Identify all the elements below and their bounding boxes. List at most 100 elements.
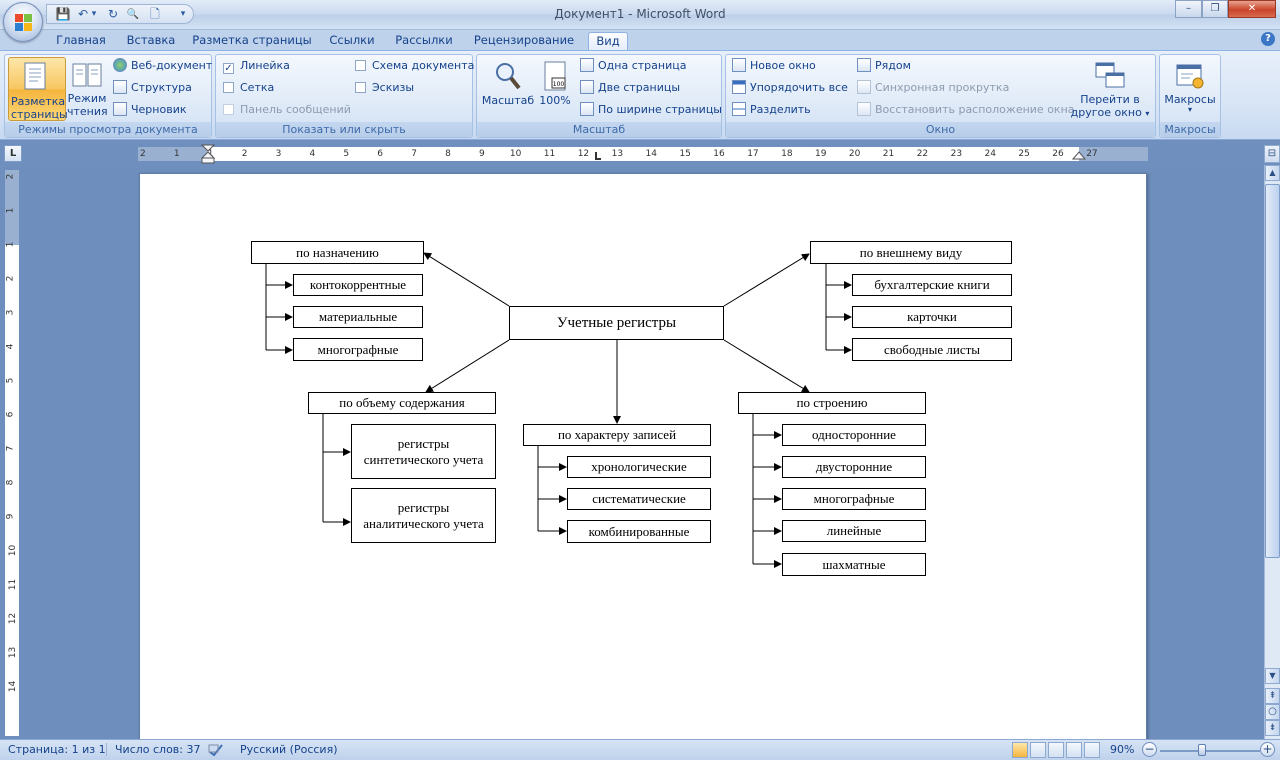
thumbnails-checkbox[interactable]: Эскизы xyxy=(355,79,414,97)
tab-references[interactable]: Ссылки xyxy=(329,33,375,47)
ruler-tick-label: 23 xyxy=(950,149,963,159)
diagram-box-character-item[interactable]: комбинированные xyxy=(567,520,711,543)
diagram-box-by-appearance[interactable]: по внешнему виду xyxy=(810,241,1012,264)
zoom-in-icon[interactable]: + xyxy=(1260,742,1275,757)
print-preview-icon[interactable]: 🔍 xyxy=(126,9,140,20)
select-browse-object-icon[interactable]: ○ xyxy=(1265,704,1280,720)
title-bar xyxy=(0,0,1280,30)
one-page-icon xyxy=(580,58,594,72)
proofing-icon[interactable] xyxy=(208,743,224,757)
checkbox-empty-icon xyxy=(355,82,366,93)
tab-home[interactable]: Главная xyxy=(56,33,106,47)
zoom-100-button[interactable]: 100 100% xyxy=(537,57,573,121)
vertical-scrollbar[interactable]: ▲ ▼ ⇞ ○ ⇟ xyxy=(1264,165,1280,739)
diagram-box-appearance-item[interactable]: карточки xyxy=(852,306,1012,328)
diagram-center-box[interactable]: Учетные регистры xyxy=(509,306,724,340)
diagram-box-structure-item[interactable]: шахматные xyxy=(782,553,926,576)
message-bar-checkbox[interactable]: Панель сообщений xyxy=(223,101,351,119)
diagram-box-structure-item[interactable]: многографные xyxy=(782,488,926,510)
outline-button[interactable]: Структура xyxy=(113,79,192,97)
reset-position-button[interactable]: Восстановить расположение окна xyxy=(857,101,1075,119)
scroll-up-icon[interactable]: ▲ xyxy=(1265,165,1280,181)
zoom-slider-thumb[interactable] xyxy=(1198,744,1206,756)
tab-review[interactable]: Рецензирование xyxy=(473,33,575,47)
full-screen-reading-view-icon[interactable] xyxy=(1030,742,1046,758)
macros-button[interactable]: Макросы ▾ xyxy=(1162,57,1218,121)
sync-scroll-button[interactable]: Синхронная прокрутка xyxy=(857,79,1009,97)
diagram-box-by-character[interactable]: по характеру записей xyxy=(523,424,711,446)
new-window-button[interactable]: Новое окно xyxy=(732,57,816,75)
diagram-box-volume-item[interactable]: регистры синтетического учета xyxy=(351,424,496,479)
arrange-all-button[interactable]: Упорядочить все xyxy=(732,79,848,97)
zoom-slider-track[interactable] xyxy=(1160,750,1260,752)
diagram-box-appearance-item[interactable]: бухгалтерские книги xyxy=(852,274,1012,296)
scroll-thumb[interactable] xyxy=(1265,184,1280,558)
scroll-down-icon[interactable]: ▼ xyxy=(1265,668,1280,684)
print-layout-view-icon[interactable] xyxy=(1012,742,1028,758)
ruler-tick-label: 2 xyxy=(5,275,16,282)
tab-selector[interactable]: L xyxy=(4,145,22,162)
diagram-box-structure-item[interactable]: линейные xyxy=(782,520,926,542)
one-page-button[interactable]: Одна страница xyxy=(580,57,686,75)
diagram-box-volume-item[interactable]: регистры аналитического учета xyxy=(351,488,496,543)
diagram-box-by-purpose[interactable]: по назначению xyxy=(251,241,424,264)
ruler-tick-label: 1 xyxy=(5,241,16,248)
minimize-button[interactable]: – xyxy=(1175,0,1202,18)
diagram-box-character-item[interactable]: систематические xyxy=(567,488,711,510)
diagram-box-purpose-item[interactable]: материальные xyxy=(293,306,423,328)
view-side-by-side-button[interactable]: Рядом xyxy=(857,57,911,75)
tab-insert[interactable]: Вставка xyxy=(126,33,176,47)
close-button[interactable]: ✕ xyxy=(1228,0,1276,18)
zoom-level[interactable]: 90% xyxy=(1110,743,1135,756)
outline-view-icon[interactable] xyxy=(1066,742,1082,758)
zoom-out-icon[interactable]: − xyxy=(1142,742,1157,757)
document-page[interactable]: Учетные регистры по назначению контокорр… xyxy=(139,173,1147,743)
group-label-macros: Макросы xyxy=(1160,122,1220,137)
new-document-icon[interactable]: 🗋 xyxy=(150,7,160,21)
gridlines-checkbox[interactable]: Сетка xyxy=(223,79,274,97)
tab-page-layout[interactable]: Разметка страницы xyxy=(192,33,312,47)
full-reading-button[interactable]: Режим чтения xyxy=(67,57,108,121)
next-page-icon[interactable]: ⇟ xyxy=(1265,720,1280,736)
web-layout-button[interactable]: Веб-документ xyxy=(113,57,212,75)
diagram-box-structure-item[interactable]: двусторонние xyxy=(782,456,926,478)
split-button[interactable]: Разделить xyxy=(732,101,811,119)
previous-page-icon[interactable]: ⇞ xyxy=(1265,688,1280,704)
draft-view-icon[interactable] xyxy=(1084,742,1100,758)
diagram-box-by-volume[interactable]: по объему содержания xyxy=(308,392,496,414)
maximize-button[interactable]: ❐ xyxy=(1202,0,1228,18)
word-count-status[interactable]: Число слов: 37 xyxy=(106,743,201,756)
page-width-button[interactable]: По ширине страницы xyxy=(580,101,722,119)
page-count-status[interactable]: Страница: 1 из 1 xyxy=(8,743,106,756)
tab-stop-marker-icon[interactable] xyxy=(595,152,601,160)
diagram-box-structure-item[interactable]: односторонние xyxy=(782,424,926,446)
help-icon[interactable]: ? xyxy=(1261,32,1275,46)
diagram-box-appearance-item[interactable]: свободные листы xyxy=(852,338,1012,361)
right-indent-marker-icon[interactable] xyxy=(1072,148,1086,160)
tab-mailings[interactable]: Рассылки xyxy=(395,33,453,47)
indent-marker-icon[interactable] xyxy=(201,144,215,164)
undo-dropdown-icon[interactable]: ▾ xyxy=(91,9,97,19)
customize-qat-icon[interactable]: ▾ xyxy=(180,9,186,19)
quick-access-toolbar: 💾 ↶ ▾ ↻ 🔍 🗋 ▾ xyxy=(46,4,194,24)
switch-windows-button[interactable]: Перейти в другое окно ▾ xyxy=(1070,57,1150,121)
redo-icon[interactable]: ↻ xyxy=(107,7,119,21)
diagram-box-purpose-item[interactable]: многографные xyxy=(293,338,423,361)
diagram-box-character-item[interactable]: хронологические xyxy=(567,456,711,478)
view-ruler-toggle-icon[interactable]: ⊟ xyxy=(1264,145,1280,163)
print-layout-button[interactable]: Разметка страницы xyxy=(8,57,68,121)
language-status[interactable]: Русский (Россия) xyxy=(240,743,338,756)
group-label-views: Режимы просмотра документа xyxy=(5,122,211,137)
draft-button[interactable]: Черновик xyxy=(113,101,187,119)
office-button[interactable] xyxy=(3,2,43,42)
ruler-checkbox[interactable]: ✓Линейка xyxy=(223,57,290,75)
two-pages-button[interactable]: Две страницы xyxy=(580,79,680,97)
doc-map-checkbox[interactable]: Схема документа xyxy=(355,57,474,75)
web-layout-view-icon[interactable] xyxy=(1048,742,1064,758)
diagram-box-by-structure[interactable]: по строению xyxy=(738,392,926,414)
zoom-button[interactable]: Масштаб xyxy=(481,57,535,121)
tab-view[interactable]: Вид xyxy=(588,32,628,50)
save-icon[interactable]: 💾 xyxy=(55,7,71,21)
undo-icon[interactable]: ↶ xyxy=(77,7,89,21)
diagram-box-purpose-item[interactable]: контокоррентные xyxy=(293,274,423,296)
